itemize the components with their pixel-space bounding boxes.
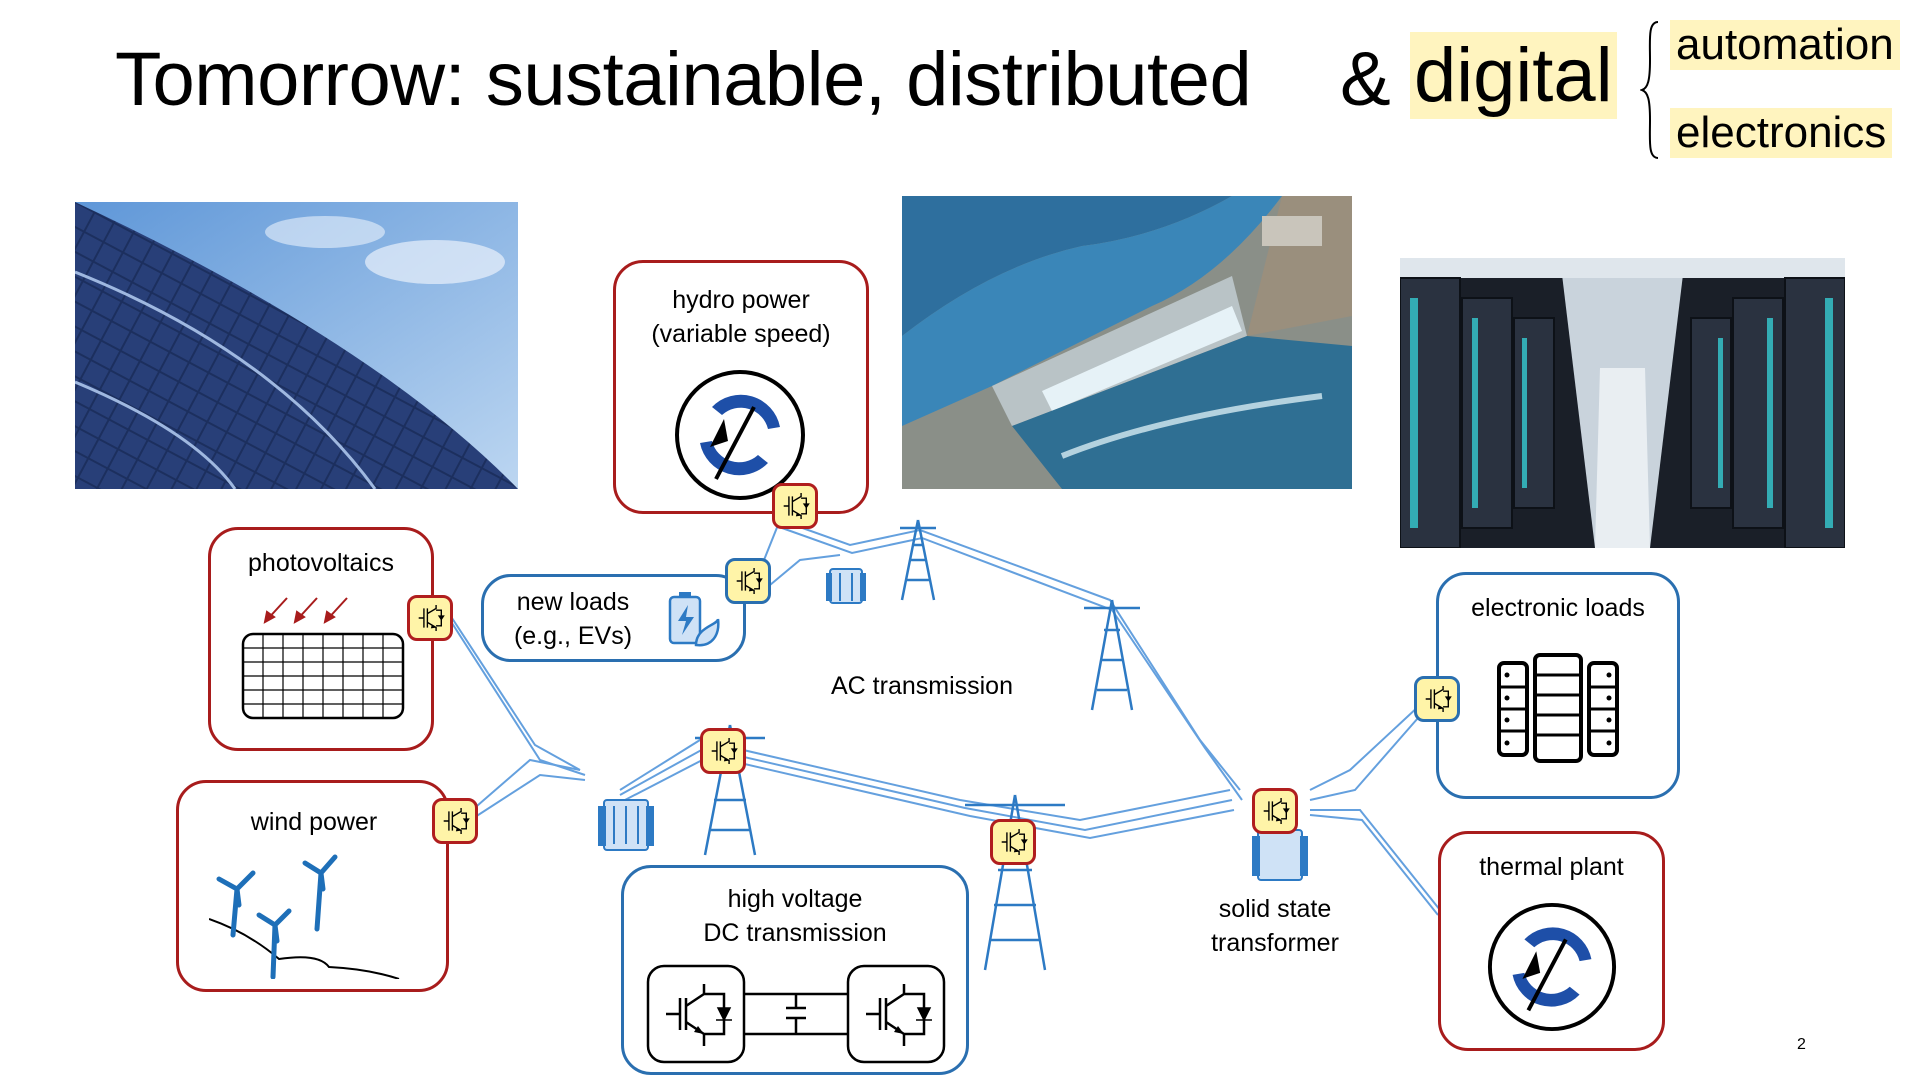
sst-label-line2: transformer	[1211, 929, 1339, 957]
photovoltaics-box: photovoltaics	[208, 527, 434, 751]
tower-1	[900, 519, 936, 601]
hvdc-label-line2: DC transmission	[703, 919, 887, 947]
converter-electronic-loads-icon	[1414, 676, 1460, 722]
wind-turbines-icon	[209, 854, 400, 979]
converter-hydro-icon	[772, 483, 818, 529]
hvdc-label-line1: high voltage	[727, 885, 863, 913]
new-loads-label-line2: (e.g., EVs)	[513, 622, 633, 650]
converter-wind-icon	[432, 798, 478, 844]
hydro-label-line1: hydro power	[672, 286, 810, 314]
wind-power-label: wind power	[250, 808, 378, 836]
transformer-icon	[598, 799, 654, 851]
converter-new-loads-icon	[725, 558, 771, 604]
branch-automation: automation	[1670, 20, 1900, 70]
solar-panels-photo	[75, 202, 518, 489]
new-loads-box: new loads (e.g., EVs)	[481, 574, 746, 662]
branch-electronics: electronics	[1670, 108, 1893, 158]
transformer-small-icon	[826, 568, 866, 604]
hydro-power-box: hydro power (variable speed)	[613, 260, 869, 514]
converter-hvdc-icon	[700, 728, 746, 774]
wind-power-box: wind power	[176, 780, 449, 992]
thermal-generator-icon	[1487, 902, 1617, 1032]
solid-state-transformer-icon	[1252, 829, 1308, 881]
thermal-plant-box: thermal plant	[1438, 831, 1665, 1051]
new-loads-label-line1: new loads	[516, 588, 630, 616]
generator-icon	[675, 370, 805, 500]
hydro-dam-photo	[902, 196, 1352, 489]
converter-pv-icon	[407, 595, 453, 641]
thermal-plant-label: thermal plant	[1479, 853, 1624, 881]
title-digital: digital	[1410, 32, 1617, 119]
electronic-loads-label: electronic loads	[1471, 594, 1645, 622]
hvdc-converter-diagram	[646, 964, 946, 1064]
electronic-loads-box: electronic loads	[1436, 572, 1680, 799]
page-number: 2	[1797, 1036, 1806, 1053]
hydro-label-line2: (variable speed)	[651, 320, 831, 348]
curly-brace-icon	[1640, 21, 1659, 159]
hvdc-box: high voltage DC transmission	[621, 865, 969, 1075]
converter-sst-icon	[1252, 788, 1298, 834]
ac-transmission-label: AC transmission	[831, 672, 1013, 700]
data-center-photo	[1400, 258, 1845, 548]
eco-battery-icon	[668, 592, 720, 647]
converter-ac-line-icon	[990, 819, 1036, 865]
solar-panel-icon	[241, 597, 405, 720]
sst-label-line1: solid state	[1218, 895, 1332, 923]
server-rack-icon	[1497, 653, 1619, 763]
title-ampersand: &	[1340, 37, 1391, 122]
photovoltaics-label: photovoltaics	[248, 549, 394, 577]
slide-title: Tomorrow: sustainable, distributed	[115, 37, 1252, 122]
